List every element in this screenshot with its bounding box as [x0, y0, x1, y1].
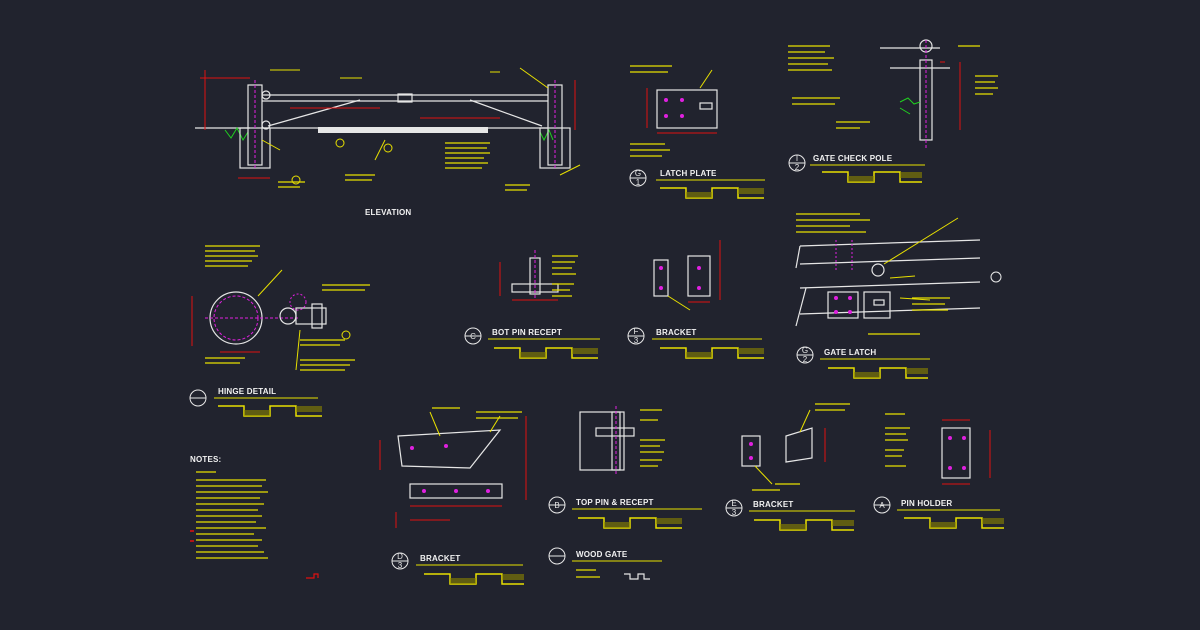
detail-bracket-f: F 3 BRACKET	[627, 240, 764, 359]
detail-title: BRACKET	[420, 554, 461, 563]
elevation-view: ELEVATION	[195, 67, 581, 217]
bubble-letter: I	[796, 154, 798, 163]
detail-title: BRACKET	[753, 500, 794, 509]
detail-pin-holder: A PIN HOLDER	[873, 413, 1004, 529]
bubble-sheet: 3	[732, 508, 737, 517]
bubble-sheet: 1	[636, 178, 641, 187]
notes-heading: NOTES:	[190, 455, 221, 464]
detail-title: WOOD GATE	[576, 550, 628, 559]
bubble-sheet: 3	[398, 561, 403, 570]
detail-top-pin-recept: B TOP PIN & RECEPT	[548, 406, 702, 529]
detail-title: PIN HOLDER	[901, 499, 952, 508]
bubble-letter: F	[634, 327, 639, 336]
elevation-label: ELEVATION	[365, 208, 411, 217]
detail-title: TOP PIN & RECEPT	[576, 498, 654, 507]
detail-wood-gate: WOOD GATE	[548, 547, 662, 580]
bubble-letter: C	[470, 332, 476, 341]
detail-gate-latch: G 2 GATE LATCH	[795, 213, 1002, 379]
bubble-sheet: 3	[634, 336, 639, 345]
detail-hinge: HINGE DETAIL	[189, 245, 370, 417]
bubble-letter: G	[635, 169, 641, 178]
detail-title: BRACKET	[656, 328, 697, 337]
detail-gate-check-pole: I 2 GATE CHECK POLE	[788, 39, 998, 183]
bubble-sheet: 2	[795, 163, 800, 172]
detail-title: GATE CHECK POLE	[813, 154, 893, 163]
detail-title: LATCH PLATE	[660, 169, 717, 178]
detail-title: HINGE DETAIL	[218, 387, 276, 396]
detail-bot-pin-recept: C BOT PIN RECEPT	[464, 250, 600, 359]
bubble-letter: B	[554, 501, 559, 510]
gate-bottom-rail	[318, 127, 488, 133]
bubble-letter: G	[802, 346, 808, 355]
detail-latch-plate: G 1 LATCH PLATE	[629, 65, 765, 199]
notes-block: NOTES:	[190, 455, 319, 579]
detail-title: BOT PIN RECEPT	[492, 328, 562, 337]
detail-bracket-d: D 3 BRACKET	[379, 407, 527, 585]
detail-bracket-e: E 3 BRACKET	[725, 403, 855, 531]
bubble-letter: E	[731, 499, 736, 508]
bubble-sheet: 2	[803, 355, 808, 364]
bubble-letter: D	[397, 552, 403, 561]
bubble-letter: A	[879, 501, 885, 510]
detail-title: GATE LATCH	[824, 348, 876, 357]
